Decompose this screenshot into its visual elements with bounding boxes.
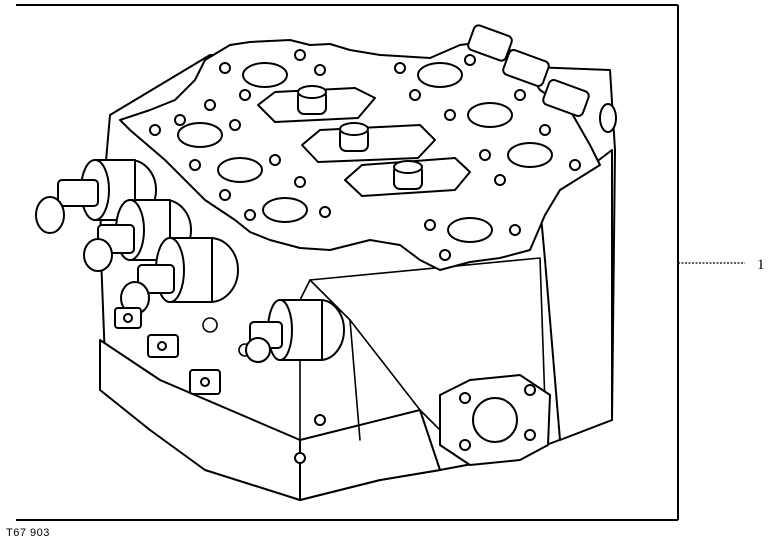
bolt-holes — [149, 49, 581, 261]
callout-number: 1 — [757, 257, 765, 273]
mounting-hole — [294, 452, 306, 464]
spool-end-cap — [83, 199, 192, 272]
spool-end-cap — [120, 237, 239, 315]
port-hole — [242, 62, 288, 88]
rear-fittings — [467, 24, 617, 133]
port-hole — [417, 62, 463, 88]
figure-code: T67 903 — [6, 527, 50, 539]
port-hole — [177, 122, 223, 148]
relief-valve — [245, 299, 345, 363]
spool-caps — [297, 85, 423, 190]
left-spool-ends — [35, 159, 239, 315]
port-hole — [217, 157, 263, 183]
port-hole — [447, 217, 493, 243]
flange-port — [439, 374, 551, 466]
small-fittings — [114, 307, 252, 395]
port-hole — [467, 102, 513, 128]
mounting-hole — [314, 414, 326, 426]
port-hole — [262, 197, 308, 223]
port-hole — [507, 142, 553, 168]
gasket-plate — [119, 39, 601, 271]
